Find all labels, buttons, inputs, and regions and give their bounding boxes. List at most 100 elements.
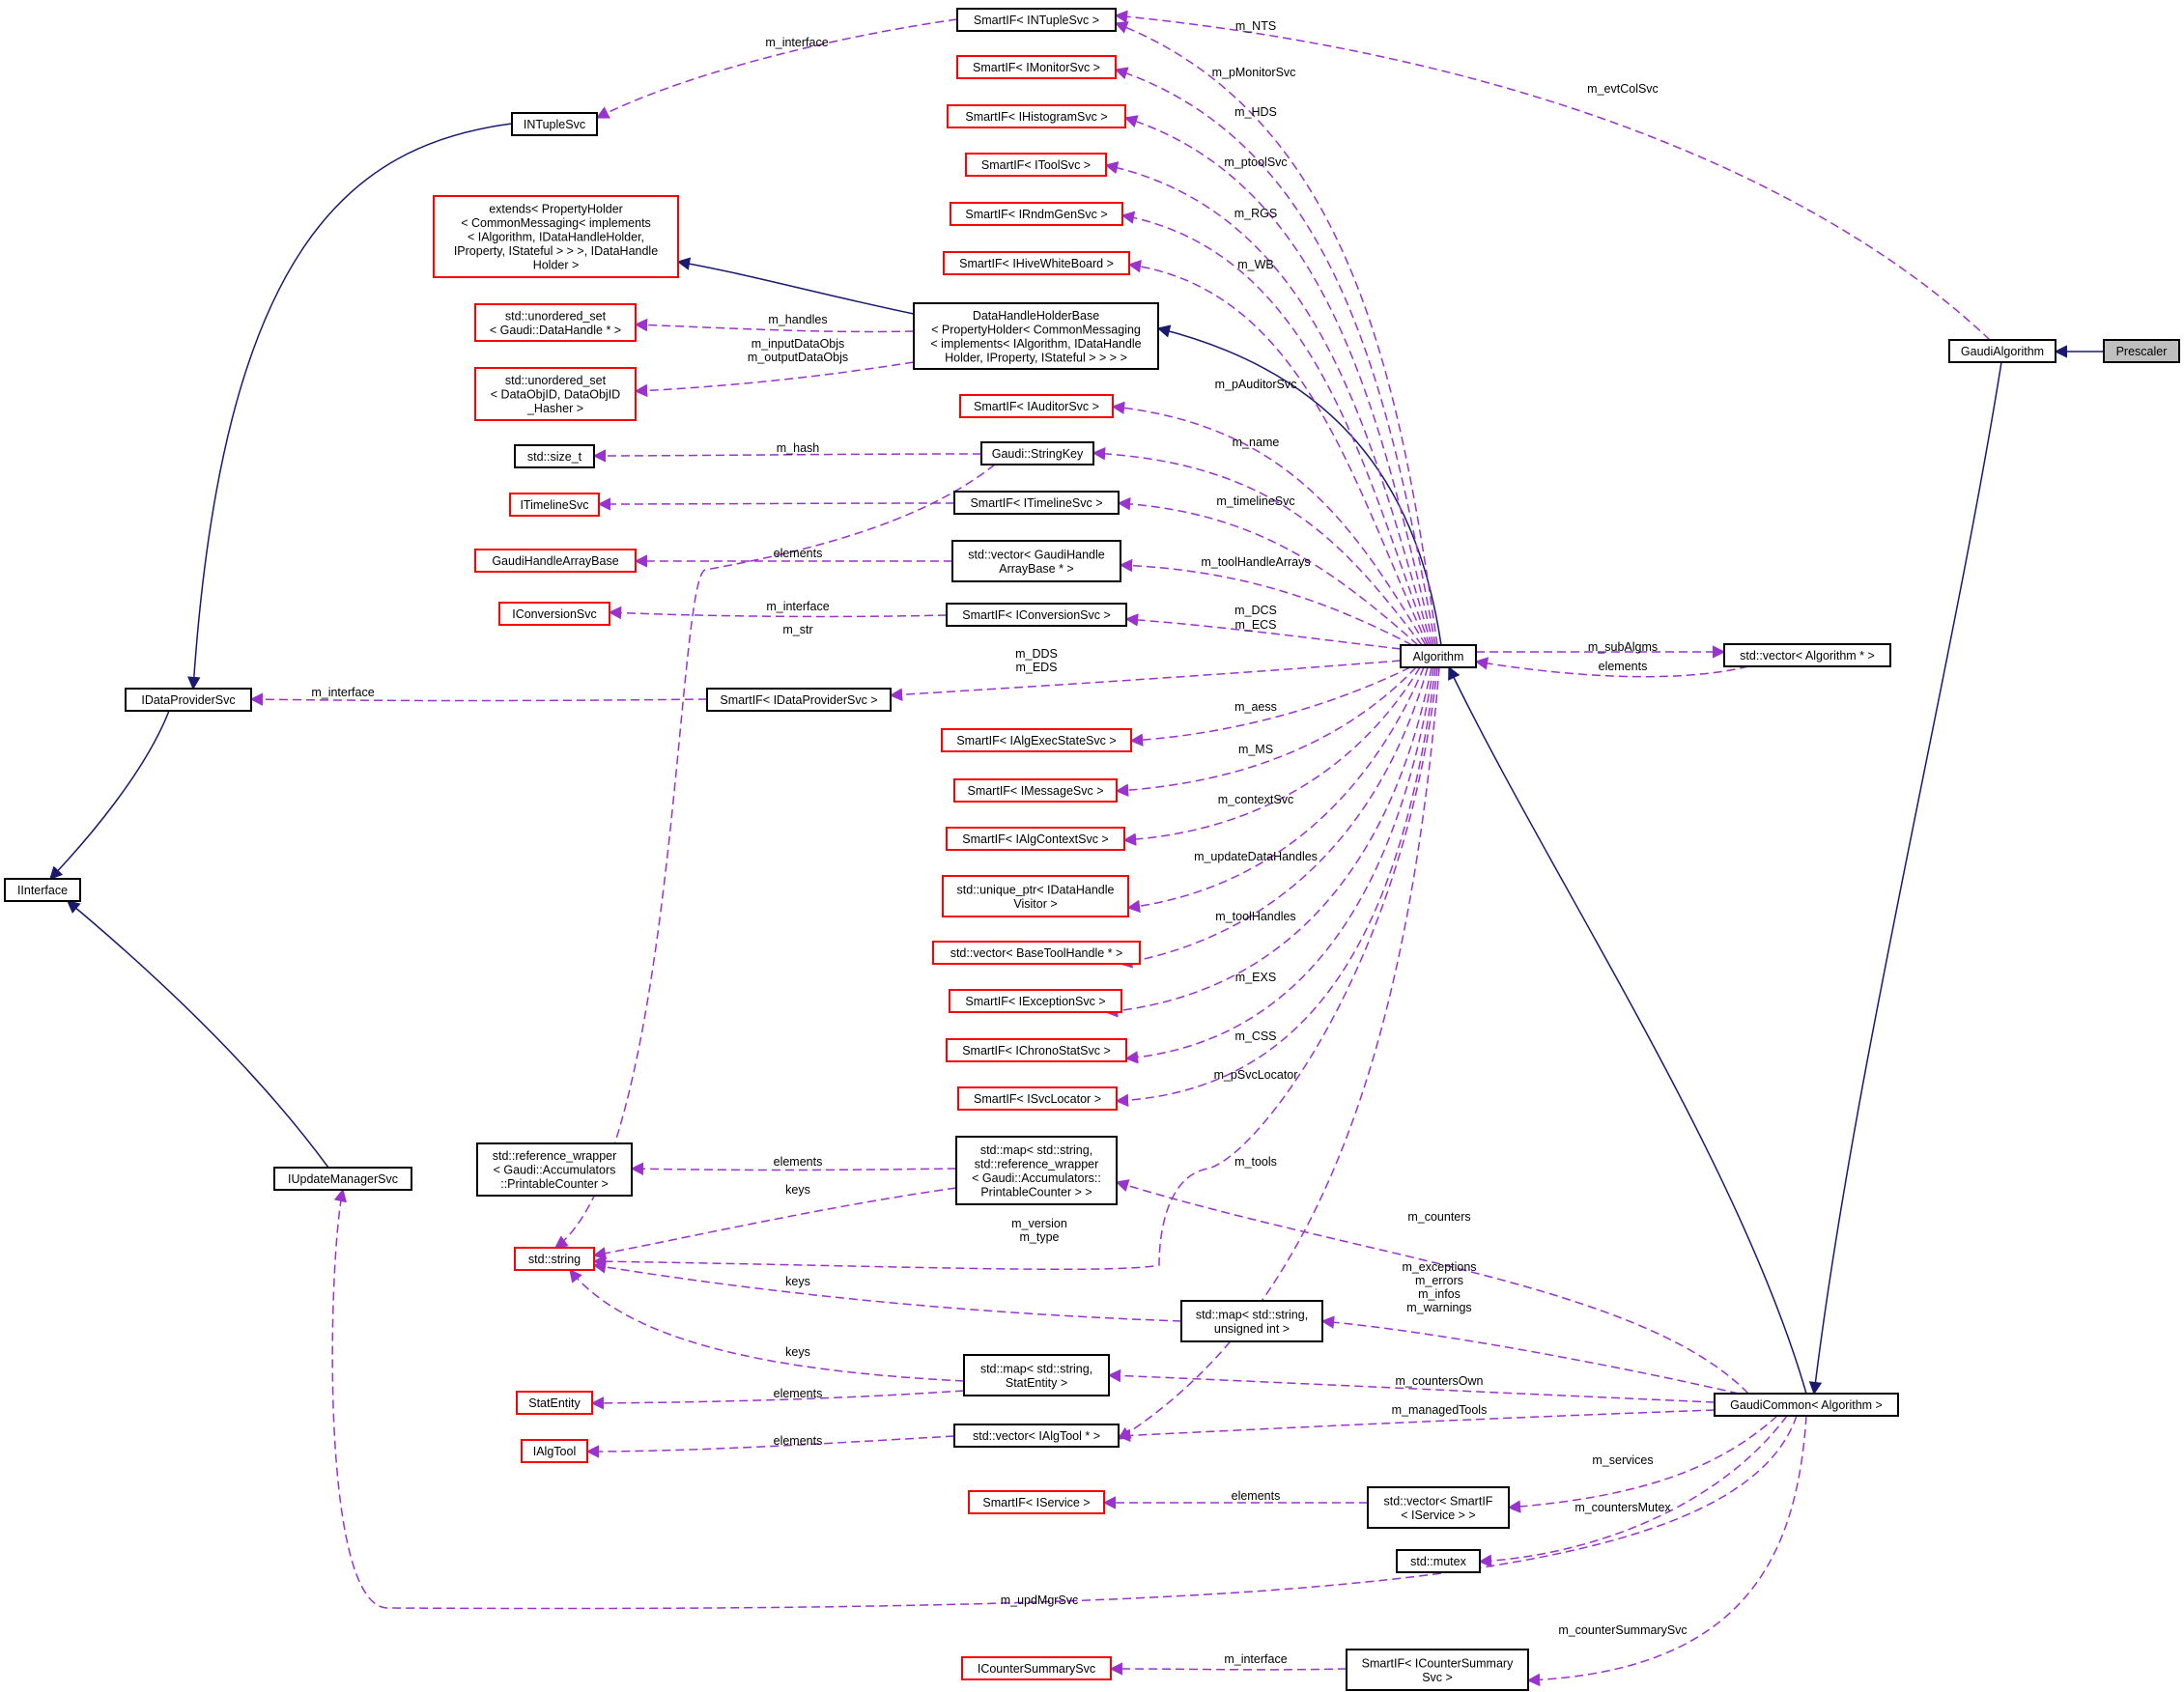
class-box[interactable] <box>963 1354 1110 1396</box>
class-box[interactable] <box>968 1490 1105 1514</box>
class-node-mutex[interactable]: std::mutex <box>1396 1549 1481 1573</box>
class-box[interactable] <box>946 1038 1127 1062</box>
class-node-ihivewhiteboard[interactable]: SmartIF< IHiveWhiteBoard > <box>943 251 1130 275</box>
class-box[interactable] <box>1714 1393 1899 1417</box>
class-node-iexceptionsvc[interactable]: SmartIF< IExceptionSvc > <box>949 989 1122 1013</box>
class-node-algorithm[interactable]: Algorithm <box>1400 644 1477 668</box>
class-box[interactable] <box>474 303 637 342</box>
class-box[interactable] <box>509 493 600 517</box>
class-box[interactable] <box>1948 339 2056 363</box>
class-node-iupdatemanagersvc[interactable]: IUpdateManagerSvc <box>273 1167 412 1191</box>
class-box[interactable] <box>965 153 1107 177</box>
class-node-vecsmartiservice[interactable]: std::vector< SmartIF< IService > > <box>1367 1486 1510 1529</box>
class-node-ichronostatsvc[interactable]: SmartIF< IChronoStatSvc > <box>946 1038 1127 1062</box>
class-box[interactable] <box>476 1142 633 1197</box>
class-box[interactable] <box>514 444 595 468</box>
class-box[interactable] <box>959 394 1114 418</box>
class-node-statentity[interactable]: StatEntity <box>516 1391 593 1415</box>
class-node-isvclocator[interactable]: SmartIF< ISvcLocator > <box>957 1086 1118 1111</box>
class-box[interactable] <box>474 367 637 421</box>
class-node-datahandleholderbase[interactable]: DataHandleHolderBase< PropertyHolder< Co… <box>913 302 1159 370</box>
class-node-itimelinesvc[interactable]: ITimelineSvc <box>509 493 600 517</box>
class-node-vecialgtool[interactable]: std::vector< IAlgTool * > <box>953 1424 1120 1448</box>
class-box[interactable] <box>946 603 1127 627</box>
class-node-iservicesmart[interactable]: SmartIF< IService > <box>968 1490 1105 1514</box>
class-box[interactable] <box>956 55 1117 79</box>
class-box[interactable] <box>1400 644 1477 668</box>
class-node-iconversionsvcsmart[interactable]: SmartIF< IConversionSvc > <box>946 603 1127 627</box>
class-node-vecalgorithm[interactable]: std::vector< Algorithm * > <box>1723 643 1891 667</box>
class-box[interactable] <box>474 549 637 573</box>
class-node-vecbasetoolhandle[interactable]: std::vector< BaseToolHandle * > <box>932 941 1141 965</box>
class-box[interactable] <box>2103 339 2180 363</box>
class-box[interactable] <box>1396 1549 1481 1573</box>
class-box[interactable] <box>273 1167 412 1191</box>
class-box[interactable] <box>946 827 1125 851</box>
class-box[interactable] <box>516 1391 593 1415</box>
class-node-iconversionsvc[interactable]: IConversionSvc <box>498 602 610 626</box>
class-node-imonitorsvc[interactable]: SmartIF< IMonitorSvc > <box>956 55 1117 79</box>
class-node-idataprovidersvc[interactable]: IDataProviderSvc <box>125 688 252 712</box>
class-node-ialgtool[interactable]: IAlgTool <box>521 1439 588 1463</box>
class-node-mapprintablecounter[interactable]: std::map< std::string,std::reference_wra… <box>955 1136 1118 1205</box>
class-box[interactable] <box>433 195 679 278</box>
class-node-ialgcontextsvc[interactable]: SmartIF< IAlgContextSvc > <box>946 827 1125 851</box>
class-box[interactable] <box>498 602 610 626</box>
class-node-vecgaudihandlearray[interactable]: std::vector< GaudiHandleArrayBase * > <box>951 540 1121 582</box>
class-node-idataprovidersvcsmart[interactable]: SmartIF< IDataProviderSvc > <box>706 688 892 712</box>
class-node-iinterface[interactable]: IInterface <box>4 878 81 902</box>
class-node-mapunsigned[interactable]: std::map< std::string,unsigned int > <box>1180 1300 1323 1342</box>
class-box[interactable] <box>957 1086 1118 1111</box>
class-box[interactable] <box>951 540 1121 582</box>
class-node-sizet[interactable]: std::size_t <box>514 444 595 468</box>
class-node-stringkey[interactable]: Gaudi::StringKey <box>980 441 1094 465</box>
class-node-gaudihandlearraybase[interactable]: GaudiHandleArrayBase <box>474 549 637 573</box>
class-node-extends[interactable]: extends< PropertyHolder< CommonMessaging… <box>433 195 679 278</box>
class-node-mapstatentity[interactable]: std::map< std::string,StatEntity > <box>963 1354 1110 1396</box>
class-node-intuplesvcsmart[interactable]: SmartIF< INTupleSvc > <box>956 8 1117 32</box>
class-node-gaudialgorithm[interactable]: GaudiAlgorithm <box>1948 339 2056 363</box>
class-box[interactable] <box>956 8 1117 32</box>
class-node-unorderedsetobjid[interactable]: std::unordered_set< DataObjID, DataObjID… <box>474 367 637 421</box>
class-box[interactable] <box>943 251 1130 275</box>
class-node-itimelinesvcsmart[interactable]: SmartIF< ITimelineSvc > <box>953 491 1120 515</box>
class-node-icountersummarysvcsmart[interactable]: SmartIF< ICounterSummarySvc > <box>1346 1649 1529 1691</box>
class-node-iauditorsvc[interactable]: SmartIF< IAuditorSvc > <box>959 394 1114 418</box>
class-node-icountersummarysvc[interactable]: ICounterSummarySvc <box>961 1656 1112 1680</box>
class-box[interactable] <box>949 989 1122 1013</box>
class-box[interactable] <box>125 688 252 712</box>
class-node-ihistogramsvc[interactable]: SmartIF< IHistogramSvc > <box>947 104 1126 128</box>
class-box[interactable] <box>955 1136 1118 1205</box>
class-node-gaudicommon[interactable]: GaudiCommon< Algorithm > <box>1714 1393 1899 1417</box>
class-box[interactable] <box>514 1247 595 1271</box>
class-box[interactable] <box>953 1424 1120 1448</box>
class-box[interactable] <box>947 104 1126 128</box>
class-box[interactable] <box>1180 1300 1323 1342</box>
class-box[interactable] <box>980 441 1094 465</box>
class-node-stdstring[interactable]: std::string <box>514 1247 595 1271</box>
class-node-refwrapper[interactable]: std::reference_wrapper< Gaudi::Accumulat… <box>476 1142 633 1197</box>
class-box[interactable] <box>511 112 598 136</box>
class-box[interactable] <box>706 688 892 712</box>
class-box[interactable] <box>950 202 1123 226</box>
class-box[interactable] <box>953 778 1118 803</box>
class-box[interactable] <box>953 491 1120 515</box>
class-node-ialgexecstatesvc[interactable]: SmartIF< IAlgExecStateSvc > <box>941 728 1132 752</box>
class-box[interactable] <box>1367 1486 1510 1529</box>
class-box[interactable] <box>913 302 1159 370</box>
class-node-irndmgensvc[interactable]: SmartIF< IRndmGenSvc > <box>950 202 1123 226</box>
class-box[interactable] <box>932 941 1141 965</box>
class-box[interactable] <box>961 1656 1112 1680</box>
class-box[interactable] <box>521 1439 588 1463</box>
class-box[interactable] <box>4 878 81 902</box>
class-box[interactable] <box>941 728 1132 752</box>
class-node-imessagesvc[interactable]: SmartIF< IMessageSvc > <box>953 778 1118 803</box>
class-box[interactable] <box>942 875 1129 917</box>
class-box[interactable] <box>1723 643 1891 667</box>
class-node-itoolsvc[interactable]: SmartIF< IToolSvc > <box>965 153 1107 177</box>
class-node-unorderedsethandle[interactable]: std::unordered_set< Gaudi::DataHandle * … <box>474 303 637 342</box>
class-node-prescaler[interactable]: Prescaler <box>2103 339 2180 363</box>
class-node-intuplesvc[interactable]: INTupleSvc <box>511 112 598 136</box>
class-box[interactable] <box>1346 1649 1529 1691</box>
